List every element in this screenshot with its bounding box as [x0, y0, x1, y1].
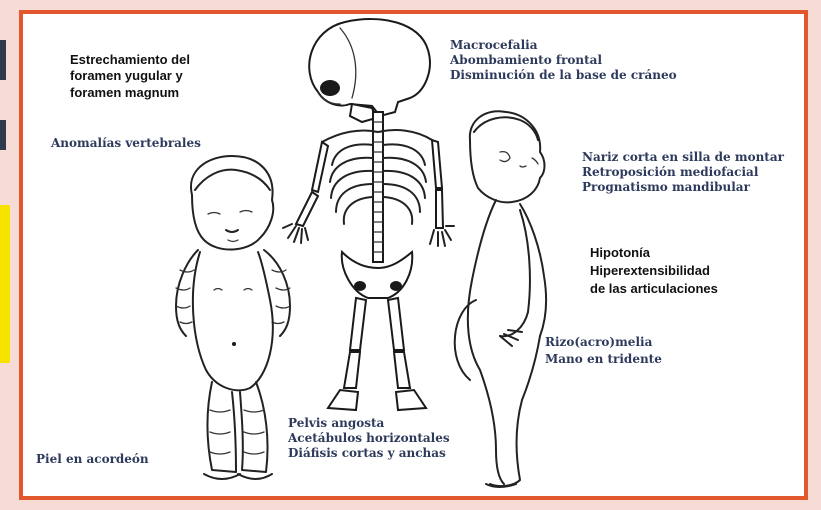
label-hipotonia-line: Hiperextensibilidad	[590, 263, 710, 279]
label-rizomelia-line: Rizo(acro)melia	[545, 335, 653, 349]
label-craneo-line: Abombamiento frontal	[450, 53, 602, 67]
label-pelvis-line: Diáfisis cortas y anchas	[288, 446, 446, 460]
edge-artifact-yellow	[0, 205, 10, 363]
label-piel: Piel en acordeón	[36, 452, 149, 466]
label-hipotonia-line: de las articulaciones	[590, 281, 718, 297]
label-nariz: Nariz corta en silla de montar Retroposi…	[582, 150, 784, 195]
skeleton-illustration	[282, 18, 455, 412]
label-pelvis-line: Pelvis angosta	[288, 416, 385, 430]
edge-artifact	[0, 40, 6, 80]
ribcage	[329, 143, 427, 225]
label-nariz-line: Retroposición mediofacial	[582, 165, 759, 179]
label-nariz-line: Prognatismo mandibular	[582, 180, 750, 194]
label-foramen-line: Estrechamiento del	[70, 52, 190, 67]
child-front-illustration	[175, 155, 291, 480]
label-pelvis-line: Acetábulos horizontales	[288, 431, 450, 445]
spine	[372, 111, 384, 263]
edge-artifact	[0, 120, 6, 150]
label-foramen-line: foramen magnum	[70, 84, 180, 100]
label-nariz-line: Nariz corta en silla de montar	[582, 150, 784, 164]
label-craneo: Macrocefalia Abombamiento frontal Dismin…	[450, 38, 677, 83]
label-hipotonia-line: Hipotonía	[590, 245, 650, 260]
label-rizomelia-line: Mano en tridente	[545, 351, 662, 366]
label-craneo-line: Macrocefalia	[450, 38, 538, 52]
label-craneo-line: Disminución de la base de cráneo	[450, 68, 677, 82]
label-foramen-line: foramen yugular y	[70, 68, 183, 84]
label-foramen: Estrechamiento del foramen yugular y for…	[70, 52, 190, 101]
child-profile-illustration	[453, 110, 548, 488]
label-hipotonia: Hipotonía Hiperextensibilidad de las art…	[590, 244, 718, 299]
label-rizomelia: Rizo(acro)melia Mano en tridente	[545, 334, 662, 368]
label-vertebrales: Anomalías vertebrales	[51, 136, 201, 150]
label-pelvis: Pelvis angosta Acetábulos horizontales D…	[288, 416, 450, 461]
